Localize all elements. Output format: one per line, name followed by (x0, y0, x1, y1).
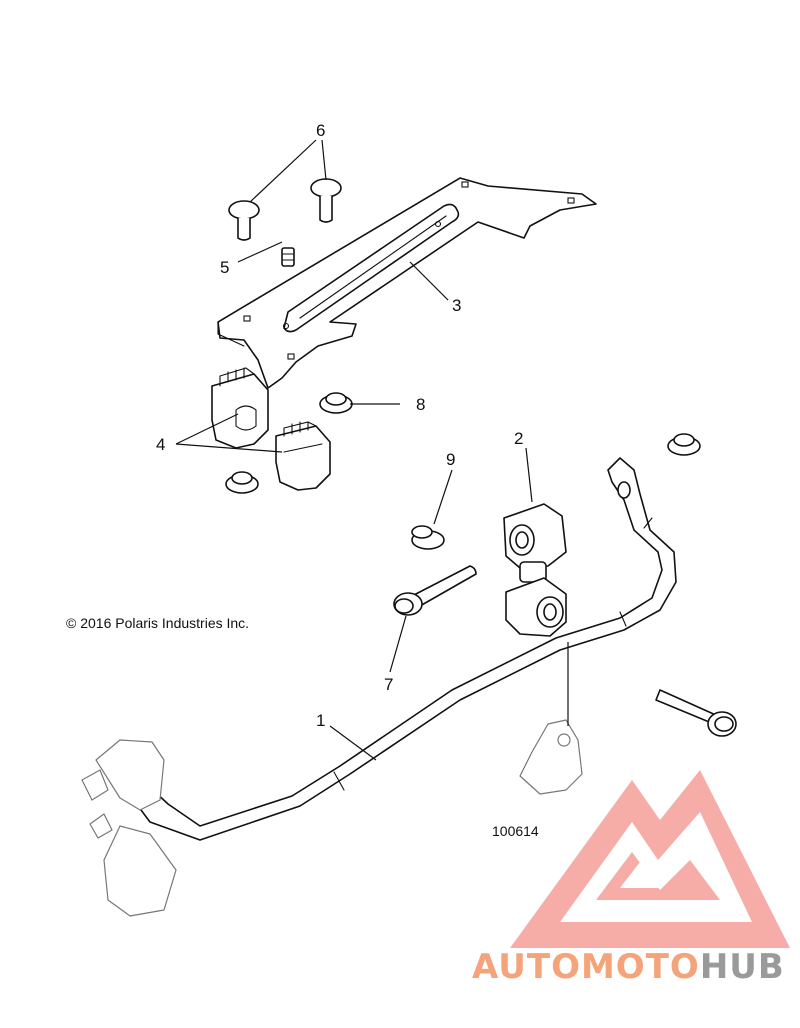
callout-7: 7 (384, 675, 393, 694)
callout-9: 9 (446, 450, 455, 469)
callout-4: 4 (156, 435, 165, 454)
callout-6: 6 (316, 121, 325, 140)
grease-fitting (281, 247, 295, 267)
carriage-bolt-right (310, 178, 342, 223)
flange-bolt-right (655, 689, 737, 737)
figure-number: 100614 (492, 823, 539, 839)
watermark-logo (510, 770, 790, 948)
stabilizer-link (503, 503, 567, 637)
copyright-note: © 2016 Polaris Industries Inc. (66, 615, 249, 631)
bushing-lower (275, 421, 331, 491)
frame-mount-right (519, 719, 583, 795)
nut-part-9 (411, 525, 445, 550)
callout-3: 3 (452, 296, 461, 315)
callout-5: 5 (220, 258, 229, 277)
callout-8: 8 (416, 395, 425, 414)
watermark-text-primary: AUTOMOTO (472, 947, 700, 987)
carriage-bolt-left (228, 200, 260, 241)
leader-lines (175, 139, 569, 761)
stabilizer-bar (125, 457, 677, 841)
frame-mount-left (81, 739, 177, 917)
watermark-text-secondary: HUB (700, 947, 785, 987)
bracket-plate (217, 177, 597, 389)
flange-nut-lower (225, 471, 259, 494)
bushing-upper (211, 367, 269, 449)
callout-2: 2 (514, 429, 523, 448)
callout-1: 1 (316, 711, 325, 730)
flange-nut-right (667, 433, 701, 456)
watermark-text: AUTOMOTOHUB (472, 947, 785, 987)
flange-nut-upper (319, 392, 353, 414)
flange-bolt-part-7 (393, 565, 477, 616)
